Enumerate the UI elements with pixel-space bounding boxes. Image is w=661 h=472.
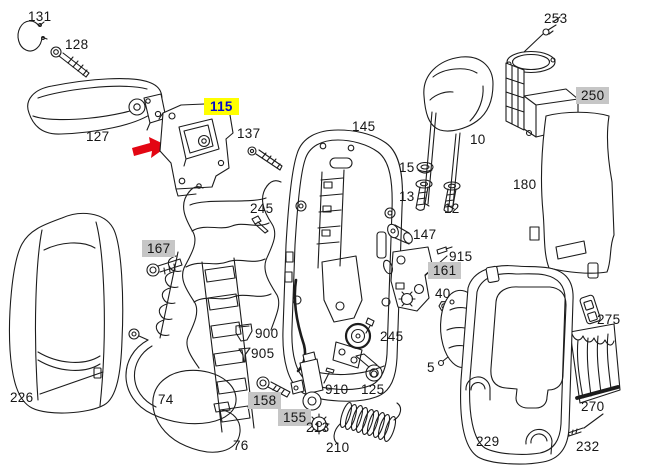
part-label-125[interactable]: 125	[361, 382, 385, 397]
part-label-232[interactable]: 232	[576, 439, 600, 454]
part-label-158[interactable]: 158	[248, 392, 282, 409]
bolt-158-drawing	[256, 376, 291, 398]
pin-905-drawing	[238, 347, 251, 363]
part-label-915[interactable]: 915	[449, 249, 473, 264]
part-label-226[interactable]: 226	[10, 390, 34, 405]
part-label-74[interactable]: 74	[158, 392, 174, 407]
part-label-253[interactable]: 253	[544, 11, 568, 26]
bushing-147-drawing	[387, 223, 413, 245]
part-label-210[interactable]: 210	[326, 440, 350, 455]
part-label-910[interactable]: 910	[325, 382, 349, 397]
circlip-131-drawing	[17, 20, 48, 52]
screw-245-upper-drawing	[251, 215, 269, 234]
part-label-155[interactable]: 155	[278, 409, 312, 426]
part-label-13[interactable]: 13	[399, 189, 415, 204]
guide-sleeve-13-drawing	[415, 179, 433, 211]
part-label-10[interactable]: 10	[470, 132, 486, 147]
part-label-250[interactable]: 250	[576, 87, 610, 104]
screw-253-drawing	[523, 16, 561, 53]
part-label-905[interactable]: 905	[251, 346, 275, 361]
part-label-5[interactable]: 5	[427, 360, 435, 375]
part-label-12[interactable]: 12	[444, 201, 460, 216]
part-label-270[interactable]: 270	[581, 399, 605, 414]
part-label-167[interactable]: 167	[142, 240, 176, 257]
part-label-127[interactable]: 127	[86, 129, 110, 144]
panel-180-drawing	[529, 111, 615, 279]
guide-sleeve-12-drawing	[443, 181, 461, 213]
part-label-131[interactable]: 131	[28, 9, 52, 24]
screw-910-drawing	[323, 367, 335, 384]
screw-245-lower-drawing	[365, 317, 375, 334]
part-label-245[interactable]: 245	[250, 201, 274, 216]
red-arrow-icon	[132, 137, 168, 158]
part-label-147[interactable]: 147	[413, 227, 437, 242]
bolt-167-drawing	[146, 258, 183, 277]
part-label-145[interactable]: 145	[352, 119, 376, 134]
part-label-15[interactable]: 15	[399, 160, 415, 175]
switch-275-drawing	[579, 294, 601, 325]
part-label-76[interactable]: 76	[233, 438, 249, 453]
wiring-harness-drawing	[125, 328, 241, 453]
part-label-115[interactable]: 115	[204, 98, 239, 115]
cushion-226-drawing	[8, 212, 124, 414]
part-label-137[interactable]: 137	[237, 126, 261, 141]
part-label-161[interactable]: 161	[428, 262, 462, 279]
part-label-229[interactable]: 229	[476, 434, 500, 449]
lumbar-drive-161-drawing	[382, 246, 434, 312]
rear-panel-229-drawing	[460, 265, 574, 465]
screw-5-drawing	[437, 356, 449, 367]
part-label-128[interactable]: 128	[65, 37, 89, 52]
part-label-180[interactable]: 180	[513, 177, 537, 192]
headrest-10-drawing	[423, 56, 494, 210]
bolt-125-drawing	[355, 353, 383, 382]
bolt-128-drawing	[50, 46, 90, 78]
recliner-fitting-115-drawing	[158, 102, 234, 197]
adjuster-motor-155-drawing	[290, 351, 324, 411]
spring-210-drawing	[333, 402, 402, 445]
net-pocket-270-drawing	[569, 323, 621, 404]
screw-137-drawing	[247, 146, 283, 171]
armrest-127-drawing	[27, 78, 167, 135]
part-label-245[interactable]: 245	[380, 329, 404, 344]
clip-900-drawing	[235, 323, 253, 342]
part-label-275[interactable]: 275	[597, 312, 621, 327]
part-label-40[interactable]: 40	[435, 286, 451, 301]
part-label-900[interactable]: 900	[255, 326, 279, 341]
part-label-213[interactable]: 213	[306, 420, 330, 435]
